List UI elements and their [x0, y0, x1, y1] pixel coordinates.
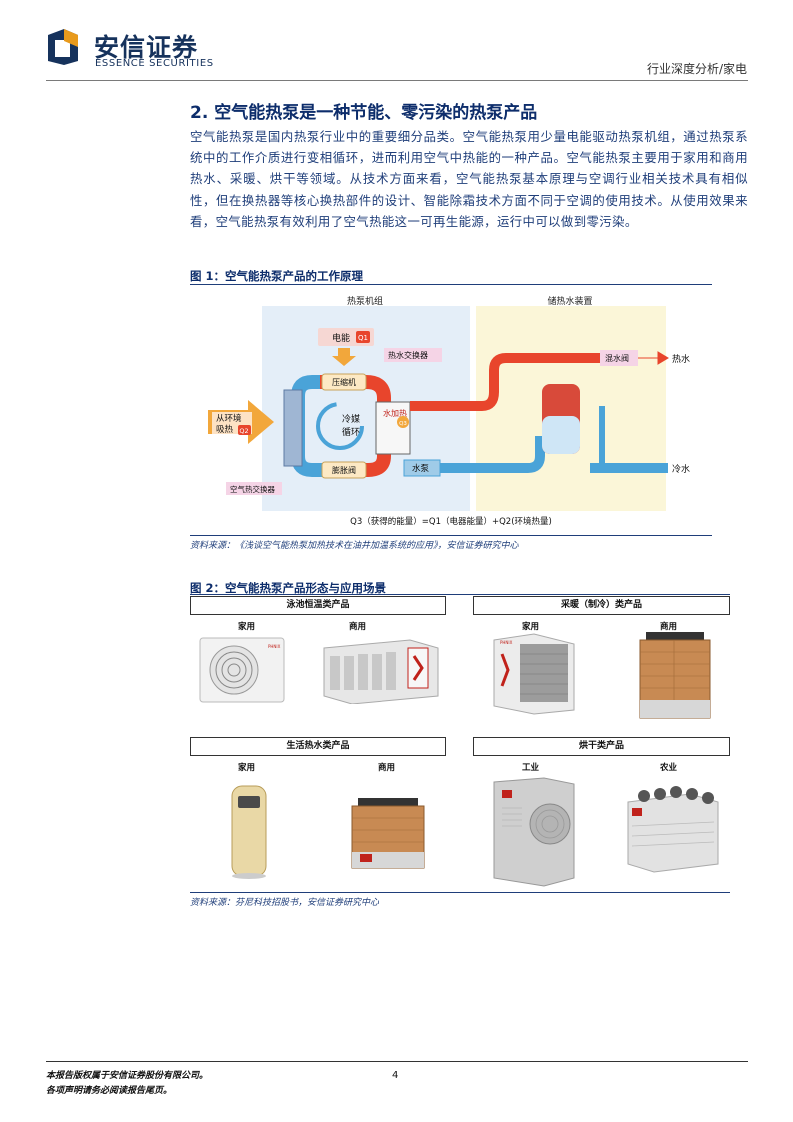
refrigerant-label: 冷媒: [342, 413, 360, 425]
storage-label: 储热水装置: [547, 295, 592, 307]
category-pool-heating: 泳池恒温类产品: [190, 596, 446, 615]
compressor-label: 压缩机: [332, 377, 356, 387]
cold-water-label: 冷水: [672, 463, 690, 475]
header-divider: [46, 80, 748, 81]
hot-water-commercial-product-image: [351, 798, 425, 869]
heat-pump-unit-label: 热泵机组: [347, 295, 383, 307]
figure2-rule: [190, 594, 730, 595]
section-title: 2. 空气能热泵是一种节能、零污染的热泵产品: [190, 103, 538, 123]
drying-agricultural-label: 农业: [660, 763, 678, 773]
hot-water-label: 热水: [672, 353, 690, 365]
drying-agricultural-product-image: [627, 786, 719, 873]
figure2-title: 图 2：空气能热泵产品形态与应用场景: [190, 581, 387, 595]
cold-return-pipe: [430, 436, 545, 473]
cycle-arrow: [316, 402, 364, 450]
q1-badge: [356, 331, 370, 343]
footer-disclaimer: 各项声明请务必阅读报告尾页。: [46, 1086, 173, 1096]
svg-text:PHNIX: PHNIX: [268, 644, 281, 649]
expansion-valve-box: [321, 461, 367, 479]
category-hot-water: 生活热水类产品: [190, 737, 446, 756]
figure1-source: 资料来源：《浅谈空气能热泵加热技术在油井加温系统的应用》，安信证券研究中心: [190, 541, 519, 551]
figure1-bottom-rule: [190, 535, 712, 536]
energy-arrow: [332, 348, 356, 366]
heating-commercial-product-image: [639, 632, 711, 719]
water-pump-box: [403, 459, 441, 477]
hot-water-commercial-label: 商用: [378, 763, 396, 773]
q1-label: Q1: [358, 334, 368, 342]
storage-tank-cold: [542, 416, 580, 454]
air-exchanger-tag: [226, 482, 282, 495]
q3-badge: [397, 416, 409, 428]
q2-label: Q2: [239, 427, 248, 435]
hot-outlet-arrow: [638, 351, 669, 365]
heating-home-product-image: PHNIX: [493, 633, 575, 715]
water-pump-label: 水泵: [412, 463, 430, 474]
svg-text:PHNIX: PHNIX: [500, 640, 513, 645]
water-heating-label: 水加热: [383, 408, 407, 418]
mixing-valve-label: 混水阀: [605, 353, 629, 363]
footer-divider: [46, 1061, 748, 1062]
air-exchanger-label: 空气热交换器: [230, 484, 275, 494]
air-exchanger-coil: [283, 389, 303, 467]
expansion-valve-label: 膨胀阀: [332, 465, 356, 475]
figure2-source: 资料来源：芬尼科技招股书，安信证券研究中心: [190, 898, 380, 908]
heating-commercial-label: 商用: [660, 622, 678, 632]
formula-label: Q3（获得的能量）=Q1（电器能量）+Q2(环境热量): [350, 516, 552, 527]
logo-icon: [48, 29, 78, 65]
water-heating-box: [375, 401, 411, 455]
q2-badge: [238, 425, 251, 435]
logo-subtext: ESSENCE SECURITIES: [95, 58, 214, 69]
pool-commercial-product-image: [323, 639, 439, 704]
cycle-label: 循环: [342, 426, 360, 438]
hot-water-pipe: [410, 353, 616, 411]
figure2-bottom-rule: [190, 892, 730, 893]
ambient-heat-label-1: 从环境: [216, 413, 242, 424]
water-exchanger-tag: [384, 348, 442, 362]
pool-home-label: 家用: [238, 622, 256, 632]
pool-home-product-image: PHNIX: [199, 637, 285, 703]
logo-text: 安信证券: [94, 33, 199, 62]
hot-water-home-label: 家用: [238, 763, 256, 773]
hot-water-home-product-image: [231, 785, 267, 879]
category-drying: 烘干类产品: [473, 737, 730, 756]
footer-copyright: 本报告版权属于安信证券股份有限公司。: [46, 1071, 209, 1081]
water-exchanger-label: 热水交换器: [388, 350, 428, 360]
page-number: 4: [392, 1070, 399, 1081]
ambient-heat-label-2: 吸热: [216, 424, 234, 435]
report-category: 行业深度分析/家电: [646, 62, 747, 76]
heat-pump-diagram: 热泵机组 储热水装置 电能 Q1 热水交换器 压缩机 膨胀阀 冷媒 循环 空气热…: [190, 286, 712, 534]
compressor-box: [321, 373, 367, 391]
figure1-rule: [190, 284, 712, 285]
drying-industrial-label: 工业: [522, 763, 540, 773]
q3-label: Q3: [399, 421, 407, 427]
electric-energy-label: 电能: [332, 332, 350, 344]
mixing-valve-box: [600, 350, 638, 366]
category-space-heating: 采暖（制冷）类产品: [473, 596, 730, 615]
pool-commercial-label: 商用: [349, 622, 367, 632]
figure1-title: 图 1：空气能热泵产品的工作原理: [190, 269, 364, 283]
drying-industrial-product-image: [493, 777, 575, 887]
section-paragraph: 空气能热泵是国内热泵行业中的重要细分品类。空气能热泵用少量电能驱动热泵机组，通过…: [190, 129, 748, 229]
heating-home-label: 家用: [522, 622, 540, 632]
